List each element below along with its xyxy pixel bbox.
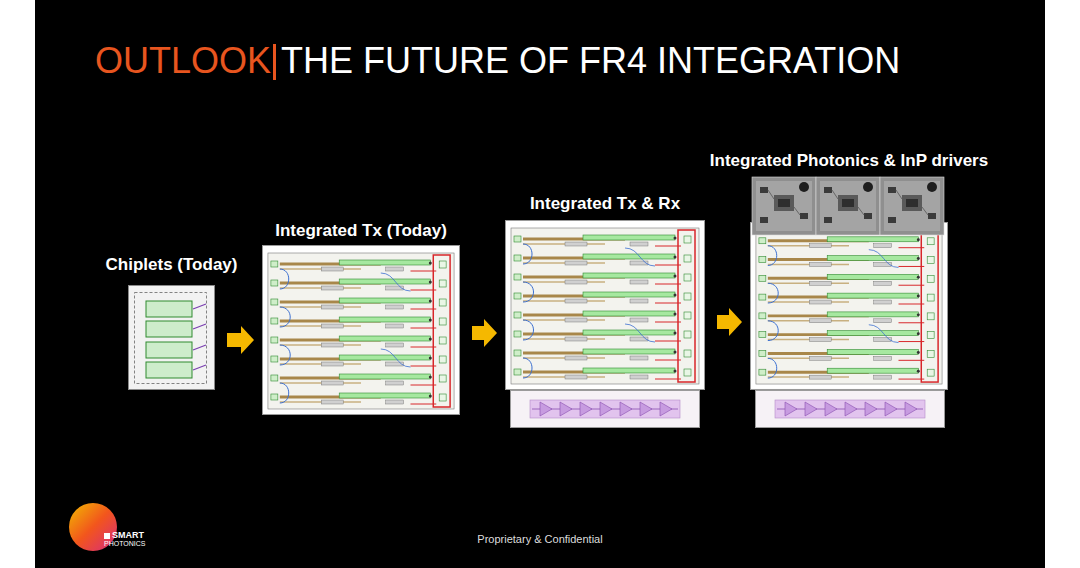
block-arrow (227, 326, 254, 354)
slide-title: THE FUTURE OF FR4 INTEGRATION (281, 40, 900, 81)
stage-heading: Integrated Photonics & InP drivers (710, 151, 988, 171)
footer-note: Proprietary & Confidential (477, 533, 602, 546)
stage-box: Integrated Tx & Rx (505, 220, 705, 428)
logo-word: SMART (112, 530, 144, 540)
title-separator (273, 44, 276, 80)
stage-box: Integrated Tx (Today) (262, 245, 460, 415)
stage-box: Chiplets (Today) (128, 285, 215, 390)
stage-box: Integrated Photonics & InP drivers (750, 177, 948, 428)
logo-word: PHOTONICS (104, 540, 146, 548)
stage-heading: Chiplets (Today) (106, 255, 238, 275)
stage-heading: Integrated Tx (Today) (275, 221, 447, 241)
stage-heading: Integrated Tx & Rx (530, 194, 680, 214)
block-arrow (472, 319, 497, 347)
block-arrow (717, 308, 742, 336)
title-prefix: OUTLOOK (95, 40, 271, 81)
